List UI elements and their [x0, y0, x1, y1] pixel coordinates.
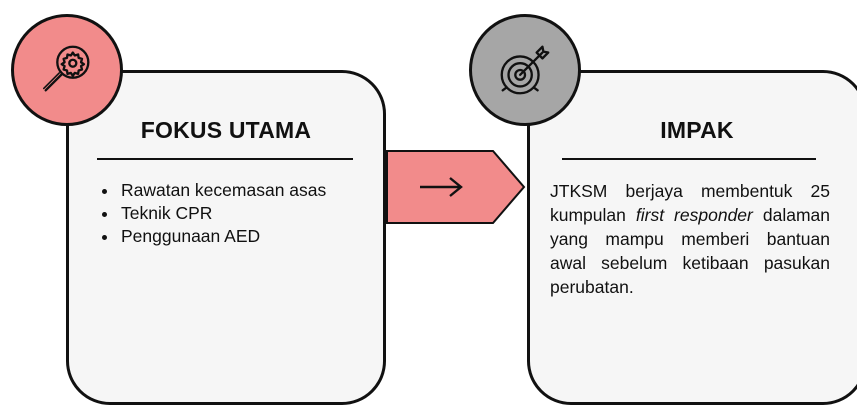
focus-item: Penggunaan AED — [119, 225, 349, 248]
impact-badge — [469, 14, 581, 126]
impact-text-emphasis: first responder — [635, 205, 753, 225]
gear-magnifier-icon — [42, 45, 90, 92]
focus-divider — [97, 158, 353, 160]
connector-arrow — [386, 150, 526, 224]
focus-title: FOKUS UTAMA — [140, 117, 312, 143]
impact-text-part: JTKSM berjaya membentuk 25 kumpulan — [550, 181, 830, 225]
impact-title: IMPAK — [660, 117, 734, 143]
impact-divider — [562, 158, 816, 160]
focus-item: Teknik CPR — [119, 202, 349, 225]
impact-text-part: dalaman yang mampu memberi bantuan awal … — [550, 205, 830, 297]
focus-badge — [11, 14, 123, 126]
focus-item: Rawatan kecemasan asas — [119, 179, 349, 202]
impact-card: IMPAK JTKSM berjaya membentuk 25 kumpula… — [527, 70, 857, 405]
impact-description: JTKSM berjaya membentuk 25 kumpulan firs… — [550, 179, 830, 299]
target-dart-icon — [500, 45, 550, 95]
focus-card: FOKUS UTAMA Rawatan kecemasan asas Tekni… — [66, 70, 386, 405]
focus-list: Rawatan kecemasan asas Teknik CPR Penggu… — [89, 179, 349, 248]
